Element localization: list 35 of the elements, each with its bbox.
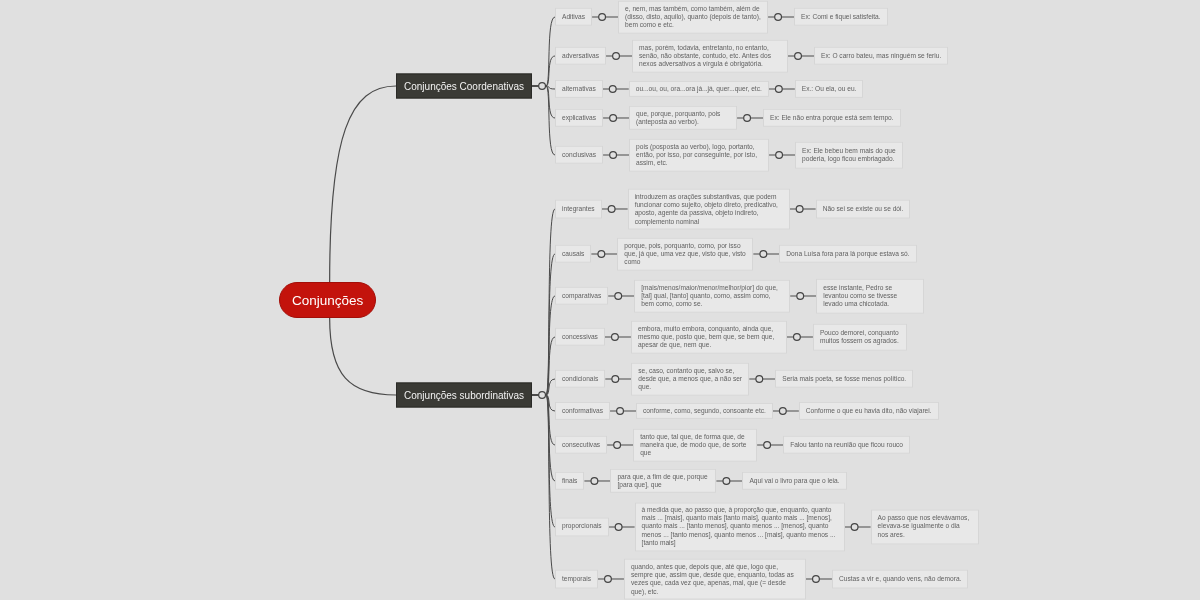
connector-line xyxy=(748,378,776,380)
connector-line xyxy=(602,88,630,90)
connector-line xyxy=(768,88,796,90)
connector-line xyxy=(715,480,743,482)
connector-line xyxy=(805,578,833,580)
connector-line xyxy=(607,295,635,297)
connector-line xyxy=(787,55,815,57)
connector-line xyxy=(605,55,633,57)
connector-line xyxy=(597,578,625,580)
central-topic: Conjunções xyxy=(279,282,377,318)
connector-line xyxy=(602,117,630,119)
connector-line xyxy=(602,154,630,156)
connector-line xyxy=(608,526,636,528)
connector-line xyxy=(768,154,796,156)
connector-line xyxy=(789,295,817,297)
connector-line xyxy=(601,208,629,210)
main-topic: Conjunções Coordenativas xyxy=(396,73,533,99)
connector-line xyxy=(329,317,397,396)
connector-line xyxy=(756,444,784,446)
connector-line xyxy=(583,480,611,482)
connector-line xyxy=(591,16,619,18)
connector-line xyxy=(789,208,817,210)
connector-line xyxy=(844,526,872,528)
connector-line xyxy=(604,378,632,380)
main-topic: Conjunções subordinativas xyxy=(396,382,533,408)
connector-line xyxy=(736,117,764,119)
connector-line xyxy=(604,336,632,338)
connector-line xyxy=(590,253,618,255)
connector-line xyxy=(786,336,814,338)
connector-line xyxy=(772,410,800,412)
connector-line xyxy=(767,16,795,18)
connector-line xyxy=(606,444,634,446)
connector-line xyxy=(609,410,637,412)
connector-line xyxy=(752,253,780,255)
connector-line xyxy=(329,85,397,283)
